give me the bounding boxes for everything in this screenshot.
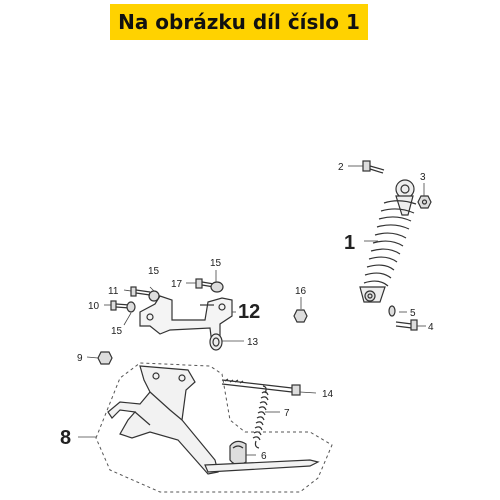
callout-15-right: 15 <box>210 258 222 269</box>
stopper-6[interactable] <box>229 440 247 466</box>
callout-10: 10 <box>88 301 100 312</box>
title-banner: Na obrázku díl číslo 1 <box>110 4 368 40</box>
bolt-2[interactable] <box>362 160 385 174</box>
callout-5: 5 <box>410 308 416 319</box>
callout-1: 1 <box>344 232 355 254</box>
callout-12: 12 <box>238 301 260 323</box>
bolt-4[interactable] <box>395 319 418 331</box>
washer-5[interactable] <box>388 305 396 317</box>
stand-group-outline <box>95 362 333 493</box>
shock-absorber[interactable] <box>359 179 417 303</box>
nut-16[interactable] <box>293 309 308 323</box>
callout-6: 6 <box>261 451 267 462</box>
callout-17: 17 <box>171 279 183 290</box>
callout-16: 16 <box>295 286 307 297</box>
callout-14: 14 <box>322 389 334 400</box>
callout-9: 9 <box>77 353 83 364</box>
washer-15-right[interactable] <box>210 281 224 293</box>
callout-13: 13 <box>247 337 259 348</box>
spring-7[interactable] <box>252 385 269 449</box>
banner-text: Na obrázku díl číslo 1 <box>118 10 360 34</box>
callout-8: 8 <box>60 427 71 449</box>
callout-15-upper: 15 <box>148 266 160 277</box>
washer-15-upper[interactable] <box>148 290 160 302</box>
stand-foot[interactable] <box>204 459 320 473</box>
nut-3[interactable] <box>417 195 432 209</box>
main-stand[interactable] <box>107 365 219 475</box>
long-bolt-14[interactable] <box>221 378 301 396</box>
callout-15-lower: 15 <box>111 326 123 337</box>
ring-13[interactable] <box>209 333 223 351</box>
callout-3: 3 <box>420 172 426 183</box>
callout-7: 7 <box>284 408 290 419</box>
washer-15-lower[interactable] <box>126 301 136 313</box>
bolt-11[interactable] <box>130 286 151 297</box>
nut-9[interactable] <box>97 351 113 365</box>
stand-bracket[interactable] <box>139 295 233 345</box>
callout-2: 2 <box>338 162 344 173</box>
callout-11: 11 <box>108 286 119 297</box>
callout-4: 4 <box>428 322 434 333</box>
